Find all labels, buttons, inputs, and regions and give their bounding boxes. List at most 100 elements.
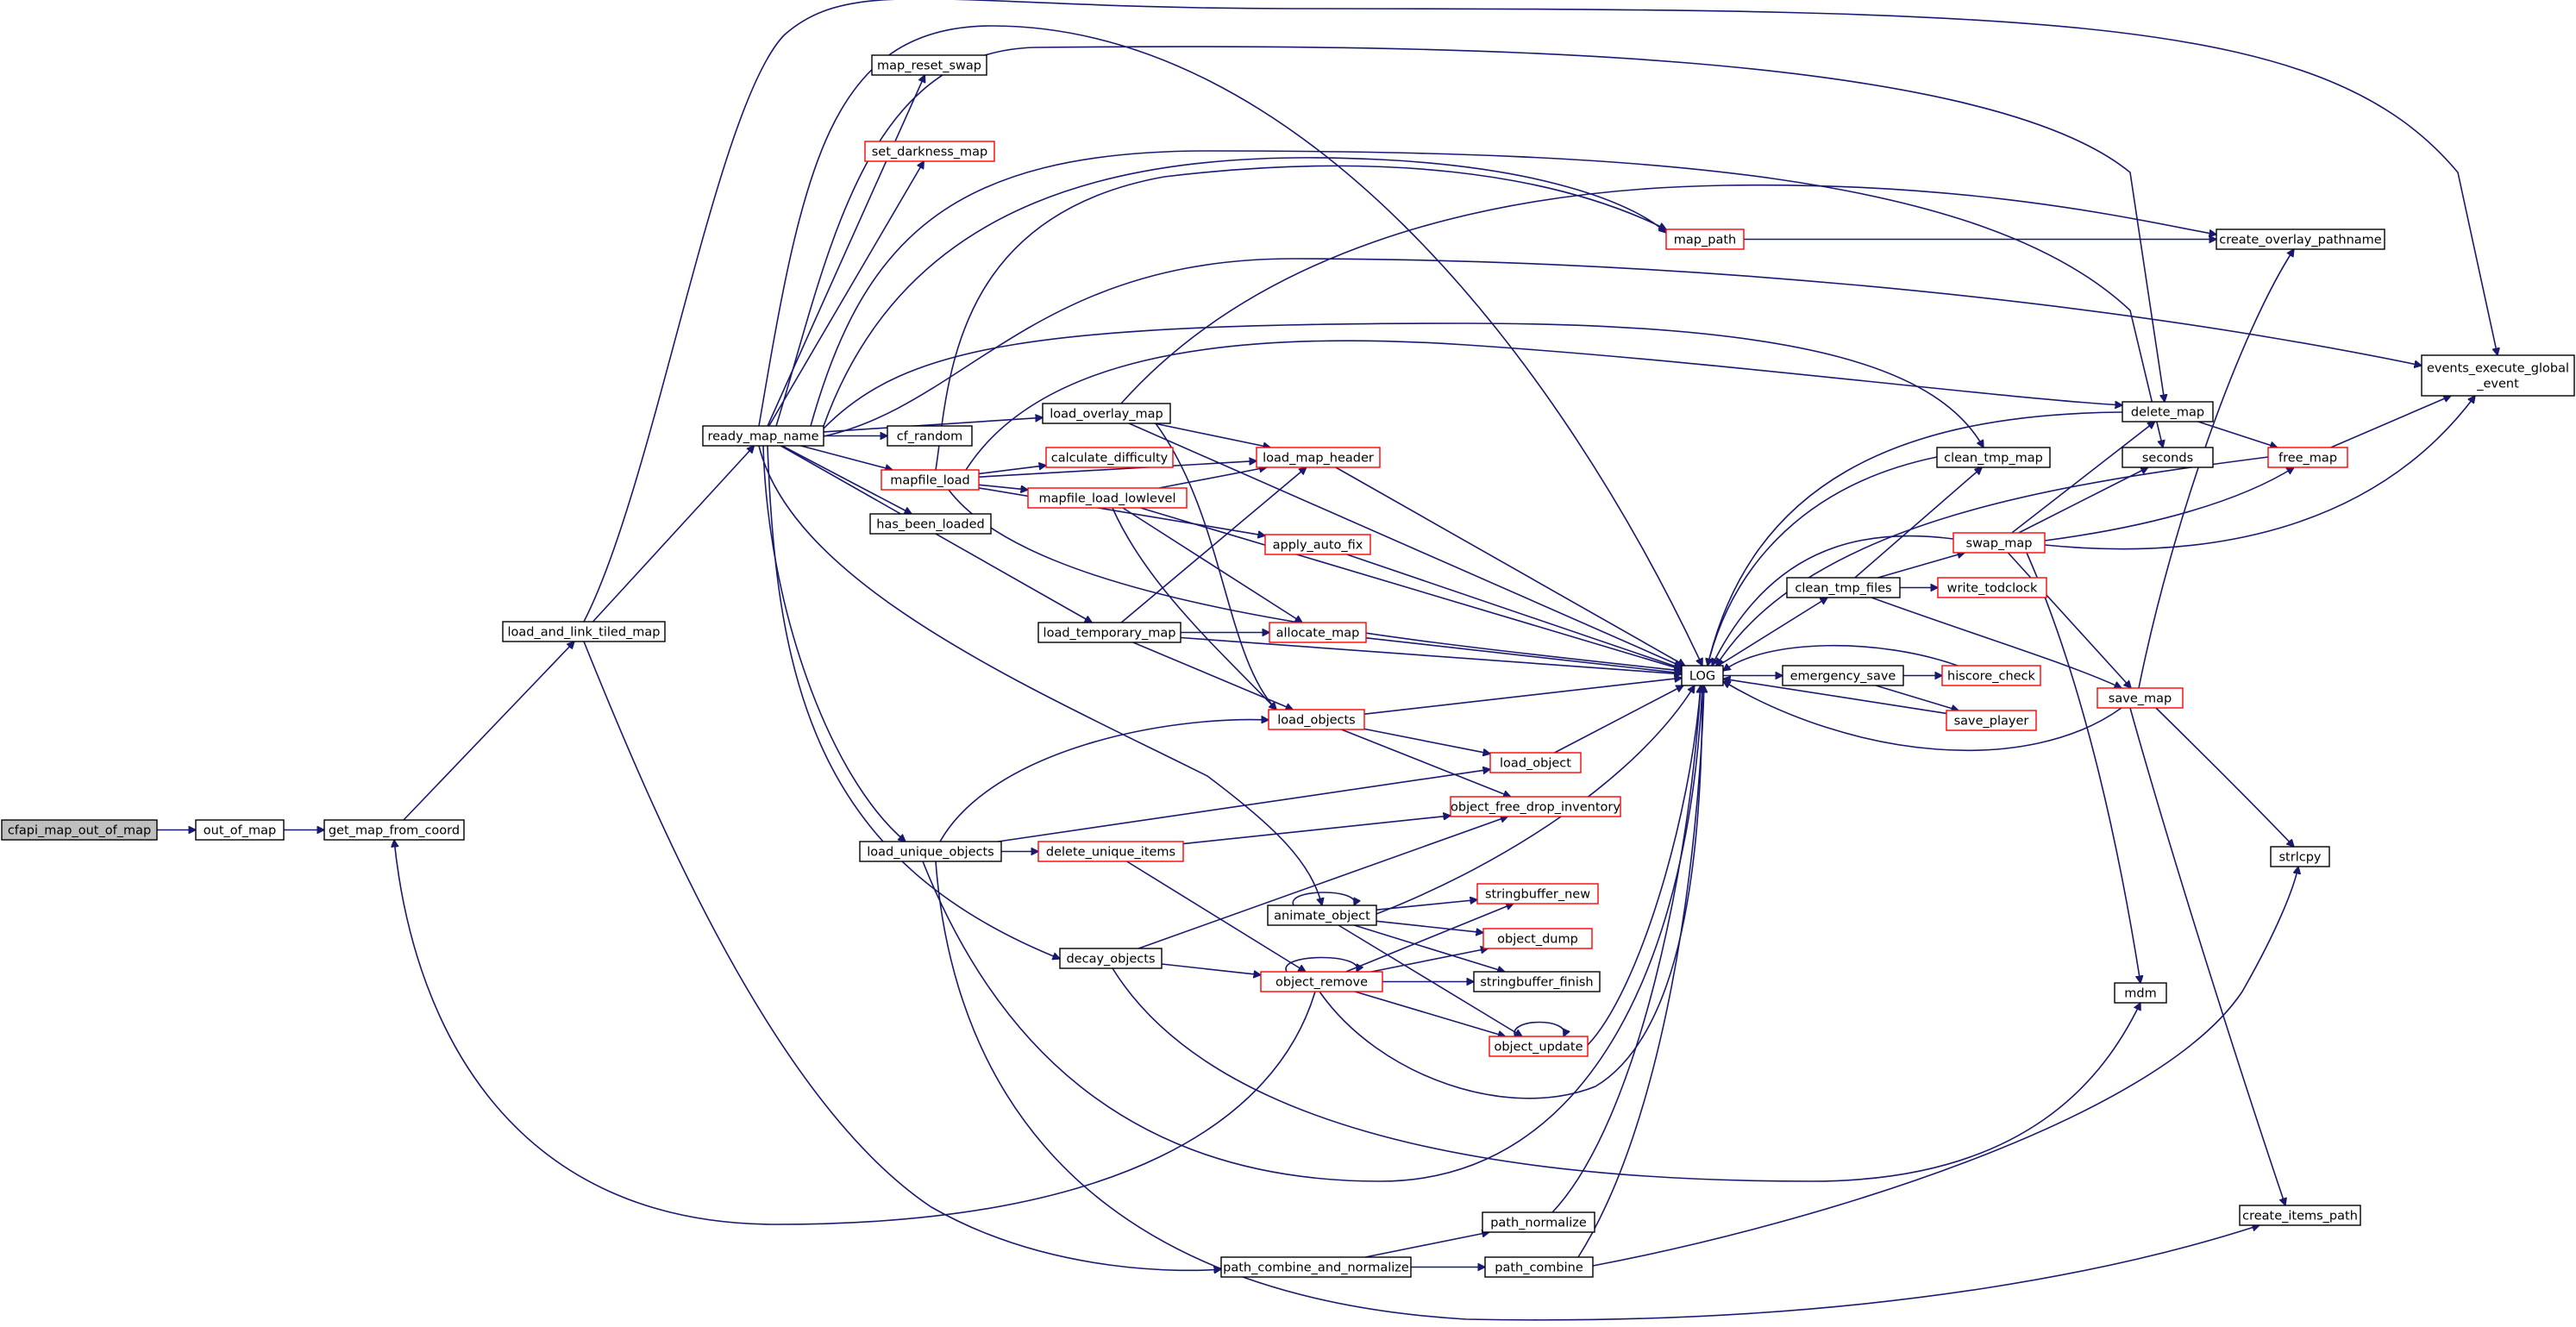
edge-save_map-to-strlcpy [2155,707,2294,847]
node-animate-object[interactable]: animate_object [1267,904,1377,926]
node-seconds[interactable]: seconds [2122,447,2214,468]
node-label: clean_tmp_files [1795,582,1891,596]
edge-swap_map-to-free_map [2044,467,2294,541]
node-mdm[interactable]: mdm [2114,982,2167,1004]
node-label: create_overlay_pathname [2219,234,2382,247]
node-path-combine[interactable]: path_combine [1484,1256,1594,1278]
node-save-map[interactable]: save_map [2097,687,2184,709]
edge-save_map-to-create_items_path [2129,707,2285,1205]
node-object-remove[interactable]: object_remove [1260,971,1383,992]
edge-mapfile_load-to-load_map_header [978,461,1257,478]
edge-load_overlay_map-to-create_overlay_pathname [1120,184,2216,404]
node-calculate-difficulty[interactable]: calculate_difficulty [1045,447,1174,468]
node-LOG[interactable]: LOG [1681,665,1724,686]
node-load-map-header[interactable]: load_map_header [1256,447,1381,468]
edge-free_map-to-events_execute_global_event [2330,396,2451,448]
node-box [323,819,465,841]
edge-clean_tmp_map-to-LOG [1708,456,1938,666]
node-get-map-from-coord[interactable]: get_map_from_coord [323,819,465,841]
node-load-overlay-map[interactable]: load_overlay_map [1042,403,1171,424]
node-label: save_map [2109,692,2172,706]
node-box [1037,841,1184,862]
node-box [1267,904,1377,926]
node-create-overlay-pathname[interactable]: create_overlay_pathname [2216,228,2385,250]
node-box [864,141,995,162]
node-object-update[interactable]: object_update [1489,1036,1589,1057]
edge-load_unique_objects-to-create_items_path [935,861,2259,1321]
node-clean-tmp-map[interactable]: clean_tmp_map [1936,447,2051,468]
edge-swap_map-to-LOG [1711,535,1954,666]
node-map-path[interactable]: map_path [1665,228,1745,250]
node-load-objects[interactable]: load_objects [1268,709,1365,730]
edge-allocate_map-to-LOG [1365,637,1682,673]
node-label: load_objects [1277,714,1355,728]
node-swap-map[interactable]: swap_map [1952,532,2046,554]
edge-mapfile_load_lowlevel-to-LOG [1140,507,1683,669]
node-delete-map[interactable]: delete_map [2122,401,2214,423]
edge-load_unique_objects-to-load_objects [939,720,1269,842]
node-cfapi-map-out-of-map[interactable]: cfapi_map_out_of_map [1,819,158,841]
node-free-map[interactable]: free_map [2267,447,2348,468]
node-out-of-map[interactable]: out_of_map [195,819,285,841]
node-load-and-link-tiled-map[interactable]: load_and_link_tiled_map [502,621,666,642]
node-set-darkness-map[interactable]: set_darkness_map [864,141,995,162]
node-path-combine-and-normalize[interactable]: path_combine_and_normalize [1220,1256,1412,1278]
node-strlcpy[interactable]: strlcpy [2270,846,2330,867]
node-object-dump[interactable]: object_dump [1482,928,1593,949]
edge-delete_map-to-free_map [2197,421,2278,448]
node-stringbuffer-new[interactable]: stringbuffer_new [1476,883,1599,904]
edge-ready_map_name-to-has_been_loaded [781,445,912,515]
edge-swap_map-to-mdm [2026,552,2140,983]
edge-load_temporary_map-to-LOG [1180,636,1682,674]
node-write-todclock[interactable]: write_todclock [1937,577,2047,598]
node-mapfile-load[interactable]: mapfile_load [881,469,980,491]
node-label: get_map_from_coord [329,824,460,838]
node-label: path_combine [1495,1261,1583,1275]
edge-load_and_link_tiled_map-to-ready_map_name [592,446,755,623]
node-box [1936,447,2051,468]
node-hiscore-check[interactable]: hiscore_check [1941,665,2041,686]
node-label: path_normalize [1490,1217,1587,1230]
node-load-unique-objects[interactable]: load_unique_objects [859,841,1002,862]
edge-animate_object-to-animate_object [1292,892,1355,905]
node-has-been-loaded[interactable]: has_been_loaded [869,513,992,535]
node-object-free-drop-inventory[interactable]: object_free_drop_inventory [1450,796,1621,817]
node-ready-map-name[interactable]: ready_map_name [702,425,824,447]
node-cf-random[interactable]: cf_random [887,425,973,447]
node-save-player[interactable]: save_player [1946,710,2037,731]
node-label: emergency_save [1790,670,1896,684]
edge-apply_auto_fix-to-LOG [1346,554,1682,668]
node-box [859,841,1002,862]
node-create-items-path[interactable]: create_items_path [2239,1205,2361,1226]
node-delete-unique-items[interactable]: delete_unique_items [1037,841,1184,862]
node-path-normalize[interactable]: path_normalize [1482,1211,1595,1233]
node-label: decay_objects [1066,953,1155,967]
node-clean-tmp-files[interactable]: clean_tmp_files [1786,577,1901,598]
edges-layer [157,0,2498,1321]
node-label: animate_object [1274,910,1370,923]
node-load-temporary-map[interactable]: load_temporary_map [1037,622,1181,643]
node-label: load_and_link_tiled_map [508,626,661,640]
node-allocate-map[interactable]: allocate_map [1269,622,1367,643]
edge-decay_objects-to-object_remove [1161,963,1261,975]
node-label: load_temporary_map [1044,627,1176,641]
edge-ready_map_name-to-animate_object [758,445,1322,905]
node-box [1220,1256,1412,1278]
node-map-reset-swap[interactable]: map_reset_swap [871,54,987,76]
node-emergency-save[interactable]: emergency_save [1782,665,1904,686]
node-load-object[interactable]: load_object [1489,752,1582,773]
edge-object_remove-to-object_update [1354,991,1505,1036]
edge-mapfile_load-to-apply_auto_fix [978,487,1265,535]
edge-ready_map_name-to-delete_map [775,46,2165,427]
node-label: object_update [1494,1041,1583,1055]
node-mapfile-load-lowlevel[interactable]: mapfile_load_lowlevel [1027,487,1188,509]
edge-LOG-to-clean_tmp_files [1717,598,1827,667]
edge-path_combine_and_normalize-to-path_normalize [1364,1232,1489,1258]
edge-load_and_link_tiled_map-to-path_combine_and_normalize [583,641,1221,1270]
node-label: events_execute_global [2427,362,2569,376]
node-apply-auto-fix[interactable]: apply_auto_fix [1264,534,1371,555]
node-events-execute-global-event[interactable]: events_execute_global_event [2421,354,2575,397]
node-stringbuffer-finish[interactable]: stringbuffer_finish [1473,971,1601,992]
node-decay-objects[interactable]: decay_objects [1059,948,1163,969]
